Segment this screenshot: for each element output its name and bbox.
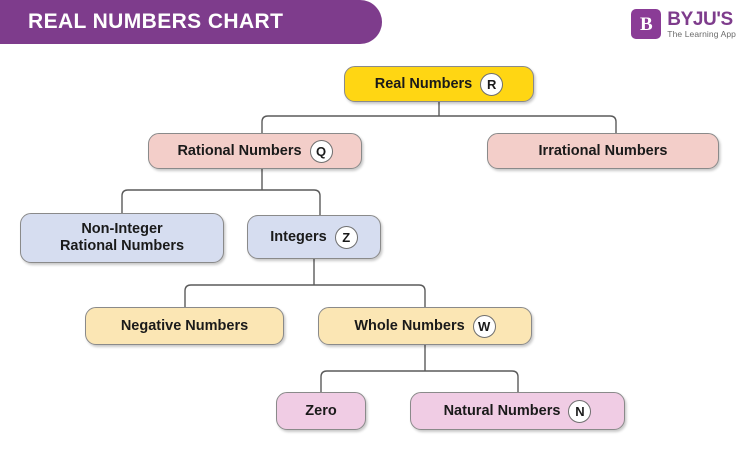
- node-natural-numbers[interactable]: Natural Numbers N: [410, 392, 625, 430]
- edge-integers-branch: [184, 284, 426, 307]
- node-integers[interactable]: Integers Z: [247, 215, 381, 259]
- node-non-integer-rational-numbers[interactable]: Non-Integer Rational Numbers: [20, 213, 224, 263]
- logo-tagline: The Learning App: [667, 28, 736, 39]
- node-badge-r: R: [480, 72, 504, 96]
- logo-wordmark: BYJU'S: [667, 8, 733, 30]
- node-label: Zero: [305, 402, 337, 419]
- node-label: Integers: [270, 228, 327, 245]
- page-title: REAL NUMBERS CHART: [28, 10, 284, 33]
- node-label: Irrational Numbers: [538, 142, 668, 159]
- byjus-logo: B BYJU'S The Learning App: [631, 9, 736, 39]
- node-badge-z: Z: [334, 225, 358, 249]
- node-badge-n: N: [568, 399, 592, 423]
- node-zero[interactable]: Zero: [276, 392, 366, 430]
- node-whole-numbers[interactable]: Whole Numbers W: [318, 307, 532, 345]
- byjus-logo-mark-icon: B: [631, 9, 662, 39]
- node-label: Rational Numbers: [177, 142, 302, 159]
- edge-real-branch: [261, 115, 617, 133]
- node-badge-q: Q: [309, 139, 333, 163]
- header-banner: REAL NUMBERS CHART: [0, 0, 382, 44]
- node-label: Negative Numbers: [120, 317, 249, 334]
- node-real-numbers[interactable]: Real Numbers R: [344, 66, 534, 102]
- node-irrational-numbers[interactable]: Irrational Numbers: [487, 133, 719, 169]
- edge-rational-branch: [121, 189, 321, 215]
- node-label: Natural Numbers: [443, 402, 561, 419]
- node-rational-numbers[interactable]: Rational Numbers Q: [148, 133, 362, 169]
- node-label: Real Numbers: [374, 75, 473, 92]
- logo-text-block: BYJU'S The Learning App: [667, 8, 736, 39]
- edge-whole-branch: [320, 370, 519, 392]
- node-negative-numbers[interactable]: Negative Numbers: [85, 307, 284, 345]
- node-badge-w: W: [472, 314, 496, 338]
- node-label: Non-Integer Rational Numbers: [59, 221, 185, 254]
- logo-mark-glyph: B: [639, 13, 653, 35]
- node-label: Whole Numbers: [354, 317, 465, 334]
